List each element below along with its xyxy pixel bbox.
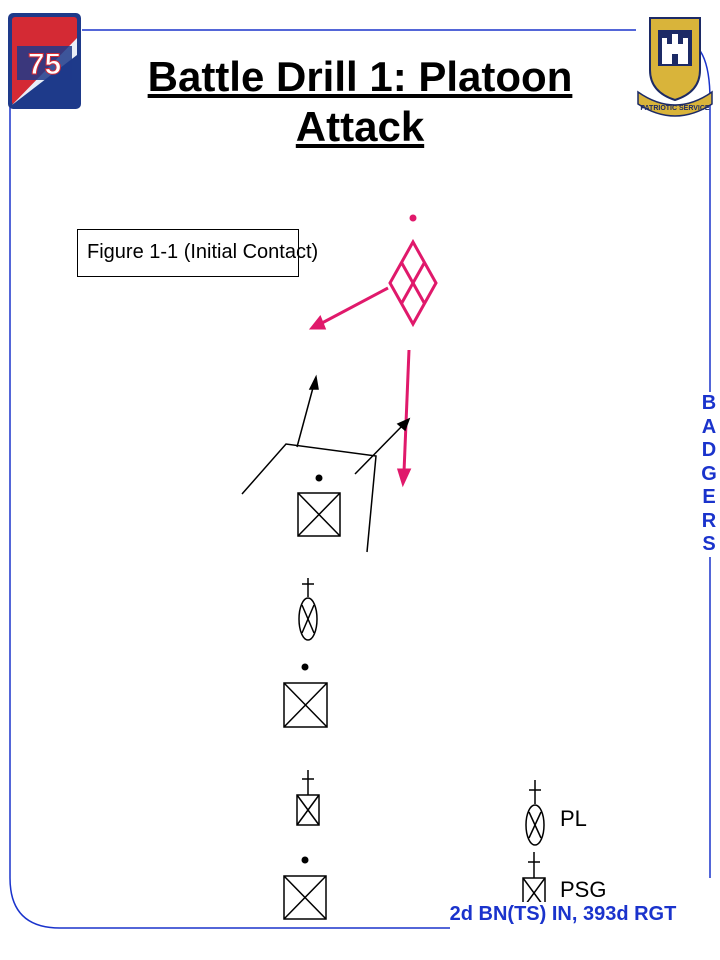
legend-psg-label: PSG — [560, 877, 607, 902]
legend-pl-symbol — [525, 780, 545, 846]
enemy-diamond — [388, 238, 438, 328]
regimental-crest-logo: PATRIOTIC SERVICE — [637, 17, 713, 117]
platoon-leader-symbol — [298, 578, 318, 641]
enemy-unit-symbol — [388, 214, 438, 328]
frame-left-border — [9, 100, 450, 929]
enemy-size-dot — [409, 214, 417, 222]
friendly-arrow-left — [296, 383, 315, 448]
side-banner-letter: G — [701, 462, 717, 485]
legend-psg-symbol — [522, 852, 546, 909]
figure-caption: Figure 1-1 (Initial Contact) — [87, 241, 319, 263]
side-banner-letter: R — [701, 509, 717, 532]
enemy-fire-arrow-down — [402, 349, 411, 473]
second-squad-symbol — [283, 663, 328, 728]
side-banner-letter: A — [701, 415, 717, 438]
slide-title: Battle Drill 1: Platoon Attack — [147, 53, 573, 151]
friendly-maneuver-lines — [241, 374, 411, 553]
figure-caption-box — [77, 229, 299, 277]
enemy-fire-arrows — [308, 286, 412, 488]
slide-footer: 2d BN(TS) IN, 393d RGT — [448, 902, 678, 926]
platoon-sergeant-symbol — [296, 770, 320, 826]
side-banner-letter: S — [702, 533, 716, 555]
friendly-arrow-right — [354, 423, 405, 475]
squad-sector-line — [241, 443, 377, 553]
patch-number: 75 — [28, 48, 61, 81]
lead-squad-symbol — [297, 474, 341, 537]
crest-motto: PATRIOTIC SERVICE — [640, 105, 710, 112]
legend-pl-label: PL — [560, 806, 587, 831]
side-banner-letter: E — [702, 486, 716, 508]
enemy-fire-arrow-left — [321, 286, 389, 325]
side-banner-letter: B — [701, 392, 717, 414]
side-banner-letter: D — [701, 439, 717, 461]
trail-squad-symbol — [283, 856, 327, 920]
unit-patch-logo: 75 — [8, 13, 81, 109]
